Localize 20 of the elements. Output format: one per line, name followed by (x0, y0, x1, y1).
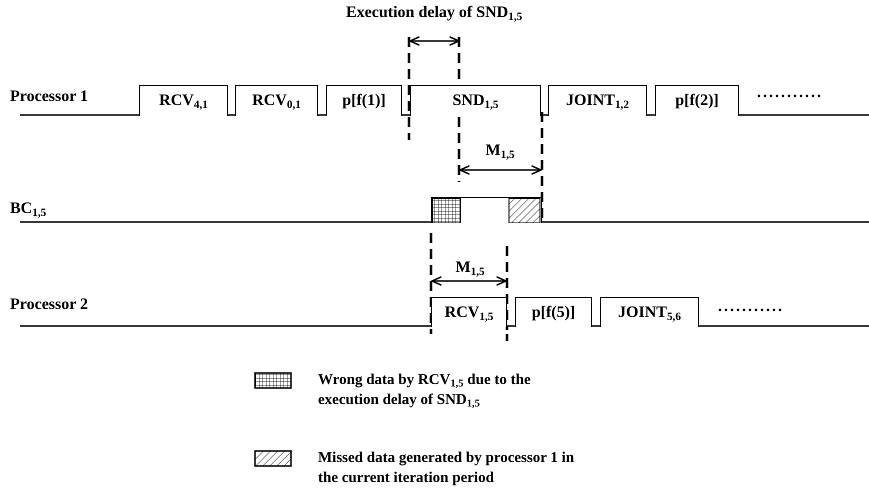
task-box: RCV$_{1,5}$ (431, 297, 507, 327)
row-label: Processor 1 (10, 88, 88, 106)
dimension-label: M$_{1,5}$ (456, 259, 485, 277)
row-label: BC$_{1,5}$ (10, 200, 46, 218)
task-box: RCV$_{4,1}$ (139, 85, 228, 116)
task-box: p[f(2)] (655, 85, 739, 116)
row-label: Processor 2 (10, 296, 88, 314)
task-box: RCV$_{0,1}$ (235, 85, 318, 116)
bus-buffer-box (431, 197, 542, 223)
task-box: SND$_{1,5}$ (410, 85, 541, 116)
legend-text: Wrong data by RCV$_{1,5}$ due to the execution delay of SND$_{1,5}$ (318, 371, 532, 410)
dimension-label: M$_{1,5}$ (486, 142, 515, 160)
task-box: JOINT$_{1,2}$ (548, 85, 647, 116)
ellipsis-dots: ........... (757, 84, 823, 102)
legend-text: Missed data generated by processor 1 in the current iteration period (318, 449, 576, 488)
task-box: p[f(1)] (326, 85, 402, 116)
title: Execution delay of SND$_{1,5}$ (346, 4, 522, 22)
ellipsis-dots: ........... (718, 298, 784, 316)
task-box: JOINT$_{5,6}$ (600, 297, 699, 327)
task-box: p[f(5)] (515, 297, 592, 327)
